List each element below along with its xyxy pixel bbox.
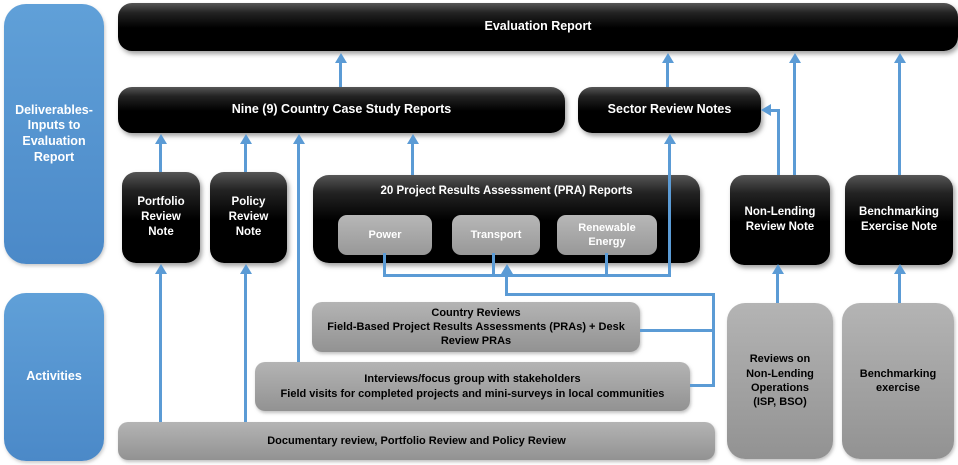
interviews-activity-box: Interviews/focus group with stakeholders…	[255, 362, 690, 411]
arrow-sector-to-evaluation	[662, 53, 674, 63]
country-case-study-bar: Nine (9) Country Case Study Reports	[118, 87, 565, 133]
connector-ops-to-nonlending-note	[776, 272, 779, 303]
deliverables-sidebar-label: Deliverables- Inputs to Evaluation Repor…	[4, 4, 104, 264]
connector-pra-to-country-bar	[411, 142, 414, 175]
portfolio-review-note-box: Portfolio Review Note	[122, 172, 200, 263]
connector-benchmarking-note-to-evaluation	[898, 61, 901, 175]
country-reviews-activity-box: Country Reviews Field-Based Project Resu…	[312, 302, 640, 352]
activities-sidebar-label: Activities	[4, 293, 104, 461]
connector-portfolio-to-country-bar	[159, 142, 162, 172]
connector-benchmarking-activity-to-note	[898, 272, 901, 303]
pra-reports-title: 20 Project Results Assessment (PRA) Repo…	[380, 185, 633, 197]
arrow-country-bar-to-evaluation	[335, 53, 347, 63]
arrow-benchmarking-activity-to-note	[894, 264, 906, 274]
evaluation-report-bar: Evaluation Report	[118, 3, 958, 51]
connector-field-trunk-v	[712, 293, 715, 387]
documentary-review-activity-box: Documentary review, Portfolio Review and…	[118, 422, 715, 460]
connector-documentary-to-policy	[244, 272, 247, 422]
connector-sector-to-evaluation	[666, 61, 669, 87]
pra-reports-box: 20 Project Results Assessment (PRA) Repo…	[313, 175, 700, 263]
connector-interviews-to-country-bar	[297, 142, 300, 362]
connector-nonlending-elbow-v	[777, 109, 780, 175]
arrow-field-activities-to-pra	[501, 264, 513, 274]
non-lending-review-note-box: Non-Lending Review Note	[730, 175, 830, 265]
connector-interviews-branch	[690, 384, 715, 387]
connector-country-reviews-branch	[640, 329, 715, 332]
arrow-documentary-to-policy	[240, 264, 252, 274]
connector-field-to-pra-v	[505, 272, 508, 296]
arrow-benchmarking-note-to-evaluation	[894, 53, 906, 63]
non-lending-operations-activity-box: Reviews on Non-Lending Operations (ISP, …	[727, 303, 833, 459]
arrow-policy-to-country-bar	[240, 134, 252, 144]
arrow-pra-sectors-to-sector-notes	[664, 134, 676, 144]
pra-sector-power-box: Power	[338, 215, 432, 255]
connector-documentary-to-portfolio	[159, 272, 162, 422]
pra-sector-transport-box: Transport	[452, 215, 540, 255]
arrow-documentary-to-portfolio	[155, 264, 167, 274]
arrow-portfolio-to-country-bar	[155, 134, 167, 144]
connector-policy-to-country-bar	[244, 142, 247, 172]
stub-power	[383, 253, 386, 277]
benchmarking-activity-box: Benchmarking exercise	[842, 303, 954, 459]
connector-nonlending-note-to-evaluation	[793, 61, 796, 175]
benchmarking-exercise-note-box: Benchmarking Exercise Note	[845, 175, 953, 265]
pra-sector-renewable-energy-box: Renewable Energy	[557, 215, 657, 255]
arrow-nonlending-note-to-sector-notes	[761, 104, 771, 116]
sector-bus-line	[383, 274, 671, 277]
arrow-ops-to-nonlending-note	[772, 264, 784, 274]
stub-renewable	[605, 253, 608, 277]
arrow-nonlending-note-to-evaluation	[789, 53, 801, 63]
sector-review-notes-box: Sector Review Notes	[578, 87, 761, 133]
arrow-interviews-to-country-bar	[293, 134, 305, 144]
connector-field-to-pra-h	[505, 293, 715, 296]
connector-pra-sectors-to-sector-notes	[668, 142, 671, 277]
connector-nonlending-elbow-h	[770, 109, 780, 112]
arrow-pra-to-country-bar	[407, 134, 419, 144]
connector-country-bar-to-evaluation	[339, 61, 342, 87]
policy-review-note-box: Policy Review Note	[210, 172, 287, 263]
stub-transport	[492, 253, 495, 277]
